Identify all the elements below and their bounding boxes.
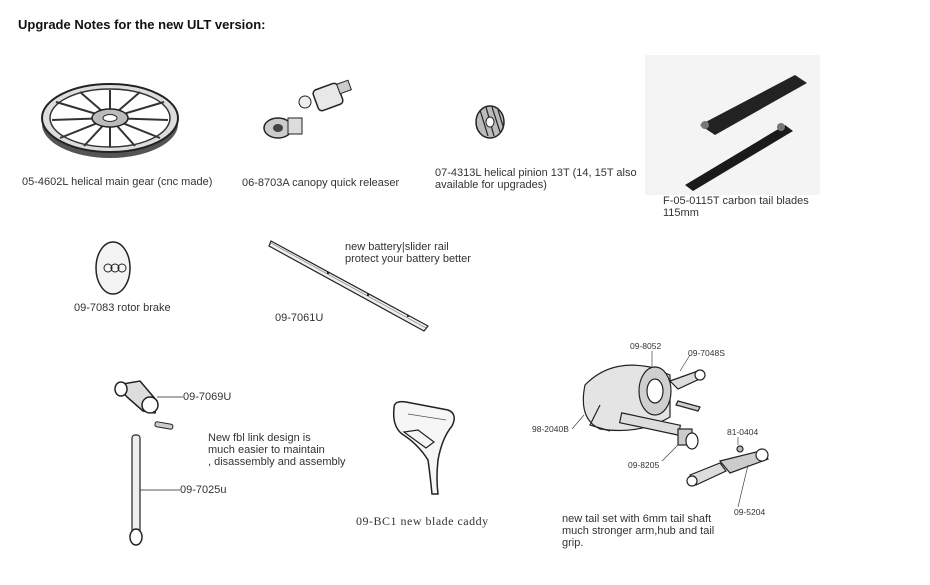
slider-rail-part: 09-7061U	[275, 312, 324, 324]
tail-callout-09-8052: 09-8052	[630, 341, 662, 351]
tail-callout-81-0404: 81-0404	[727, 427, 759, 437]
fbl-link-part-2: 09-7025u	[180, 484, 227, 496]
tail-set-note-2: much stronger arm,hub and tail	[562, 525, 715, 537]
pinion-image	[475, 105, 505, 139]
page-title: Upgrade Notes for the new ULT version:	[18, 17, 266, 32]
tail-callout-09-8205: 09-8205	[628, 460, 660, 470]
tail-set-note-3: grip.	[562, 537, 584, 549]
canopy-releaser-image	[263, 79, 352, 139]
fbl-link-note-2: much easier to maintain	[208, 444, 325, 456]
tail-set-image	[571, 351, 770, 508]
fbl-link-note-1: New fbl link design is	[208, 432, 311, 444]
pinion-caption-1: 07-4313L helical pinion 13T (14, 15T als…	[435, 167, 637, 179]
tail-blades-caption-2: 115mm	[663, 207, 699, 219]
slider-rail-image	[268, 240, 429, 332]
tail-blades-caption-1: F-05-0115T carbon tail blades	[663, 195, 809, 207]
rotor-brake-image	[95, 241, 131, 295]
tail-callout-98-2040b: 98-2040B	[532, 424, 569, 434]
rotor-brake-caption: 09-7083 rotor brake	[74, 302, 171, 314]
main-gear-image	[41, 83, 179, 158]
slider-rail-note-2: protect your battery better	[345, 253, 471, 265]
blade-caddy-image	[392, 400, 455, 495]
slider-rail-note-1: new battery|slider rail	[345, 241, 449, 253]
pinion-caption-2: available for upgrades)	[435, 179, 547, 191]
fbl-link-image	[114, 380, 183, 546]
main-gear-caption: 05-4602L helical main gear (cnc made)	[22, 176, 213, 188]
tail-set-note-1: new tail set with 6mm tail shaft	[562, 513, 712, 525]
tail-callout-09-7048s: 09-7048S	[688, 348, 725, 358]
canopy-caption: 06-8703A canopy quick releaser	[242, 177, 400, 189]
fbl-link-part-1: 09-7069U	[183, 391, 232, 403]
fbl-link-note-3: , disassembly and assembly	[208, 456, 346, 468]
tail-blades-image	[645, 55, 820, 195]
tail-callout-09-5204: 09-5204	[734, 507, 766, 517]
blade-caddy-caption: 09-BC1 new blade caddy	[356, 514, 489, 528]
